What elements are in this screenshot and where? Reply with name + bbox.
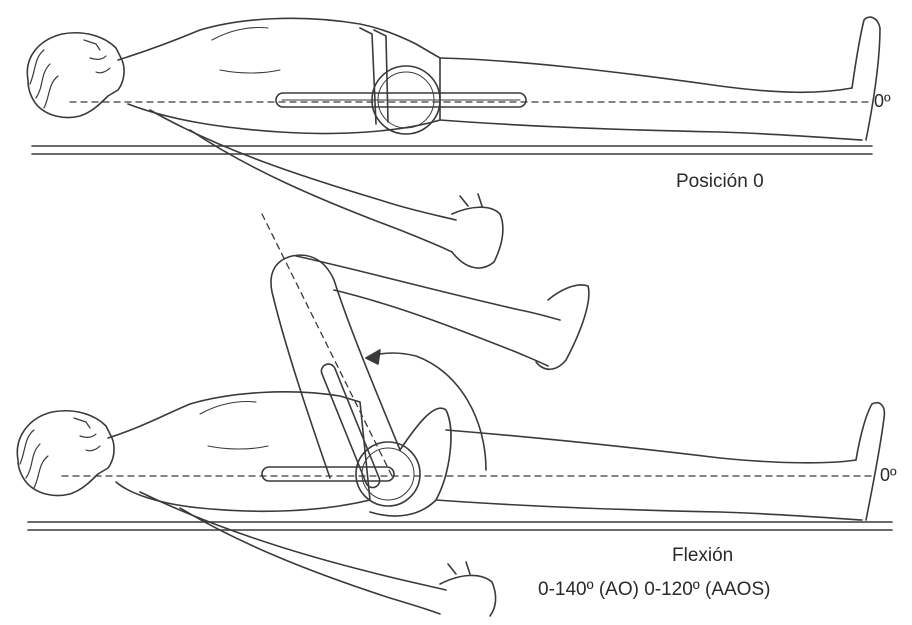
bottom-chest-detail <box>200 402 268 450</box>
top-figure-supine-neutral <box>27 17 880 268</box>
position-zero-caption: Posición 0 <box>676 172 764 191</box>
bottom-head <box>17 411 114 496</box>
bottom-thigh <box>271 255 400 478</box>
bottom-flexion-arrowhead <box>366 350 380 364</box>
bottom-flexion-axis-line <box>262 214 392 476</box>
bottom-leg-lower <box>436 500 862 520</box>
bottom-hand <box>440 562 496 616</box>
top-chest-detail <box>212 28 280 74</box>
flexion-caption-title: Flexión <box>672 546 733 565</box>
bottom-arm-lower-edge <box>180 508 440 614</box>
top-head <box>27 33 124 118</box>
bottom-straight-foot <box>856 403 884 520</box>
bottom-shin <box>296 256 560 366</box>
bottom-goniometer-dial <box>356 442 420 506</box>
bottom-flexed-foot <box>536 285 589 369</box>
bottom-face <box>74 418 100 451</box>
top-leg-upper <box>440 58 852 92</box>
zero-degree-label-top: 0º <box>874 92 891 110</box>
top-leg-lower <box>440 120 862 140</box>
top-face <box>84 40 110 73</box>
top-hand <box>452 194 503 268</box>
flexion-caption-range: 0-140º (AO) 0-120º (AAOS) <box>538 580 770 599</box>
zero-degree-label-bottom: 0º <box>880 466 897 484</box>
top-foot <box>852 17 880 140</box>
bottom-leg-upper <box>446 430 856 463</box>
top-hair <box>30 50 58 108</box>
bottom-flexion-arc <box>372 353 486 470</box>
bottom-figure-supine-flexion <box>17 214 892 616</box>
bottom-torso <box>108 392 370 511</box>
